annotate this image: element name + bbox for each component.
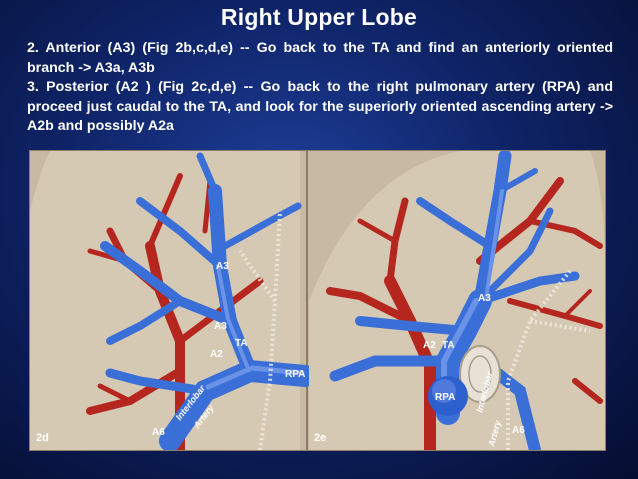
- panel-label-2d: 2d: [36, 432, 49, 444]
- label-a2: A2: [210, 349, 223, 360]
- panel-2d-illustration: A3 A3 A2 TA RPA Interlobar Artery A6 2d: [30, 151, 316, 450]
- paragraph-posterior-a2: 3. Posterior (A2 ) (Fig 2c,d,e) -- Go ba…: [27, 79, 613, 135]
- slide-title: Right Upper Lobe: [220, 4, 418, 30]
- paragraph-anterior-a3: 2. Anterior (A3) (Fig 2b,c,d,e) -- Go ba…: [27, 40, 613, 76]
- slide-body-text: 2. Anterior (A3) (Fig 2b,c,d,e) -- Go ba…: [27, 39, 613, 137]
- label-a3-right: A3: [478, 293, 491, 304]
- label-rpa: RPA: [285, 369, 305, 380]
- label-ta: TA: [235, 338, 248, 349]
- label-rpa-right: RPA: [435, 392, 455, 403]
- label-ta-right: TA: [442, 340, 455, 351]
- label-a3-top: A3: [216, 261, 229, 272]
- bronchus-ring: [459, 345, 501, 403]
- label-a6: A6: [152, 427, 165, 438]
- panel-2e-illustration: A3 A2 TA RPA Interlobar Artery A6 2e: [309, 151, 605, 450]
- anatomy-illustration: A3 A3 A2 TA RPA Interlobar Artery A6 2d: [29, 150, 606, 451]
- label-a2-right: A2: [423, 340, 436, 351]
- panel-label-2e: 2e: [314, 432, 326, 444]
- label-a6-right: A6: [512, 425, 525, 436]
- label-a3-mid: A3: [214, 321, 227, 332]
